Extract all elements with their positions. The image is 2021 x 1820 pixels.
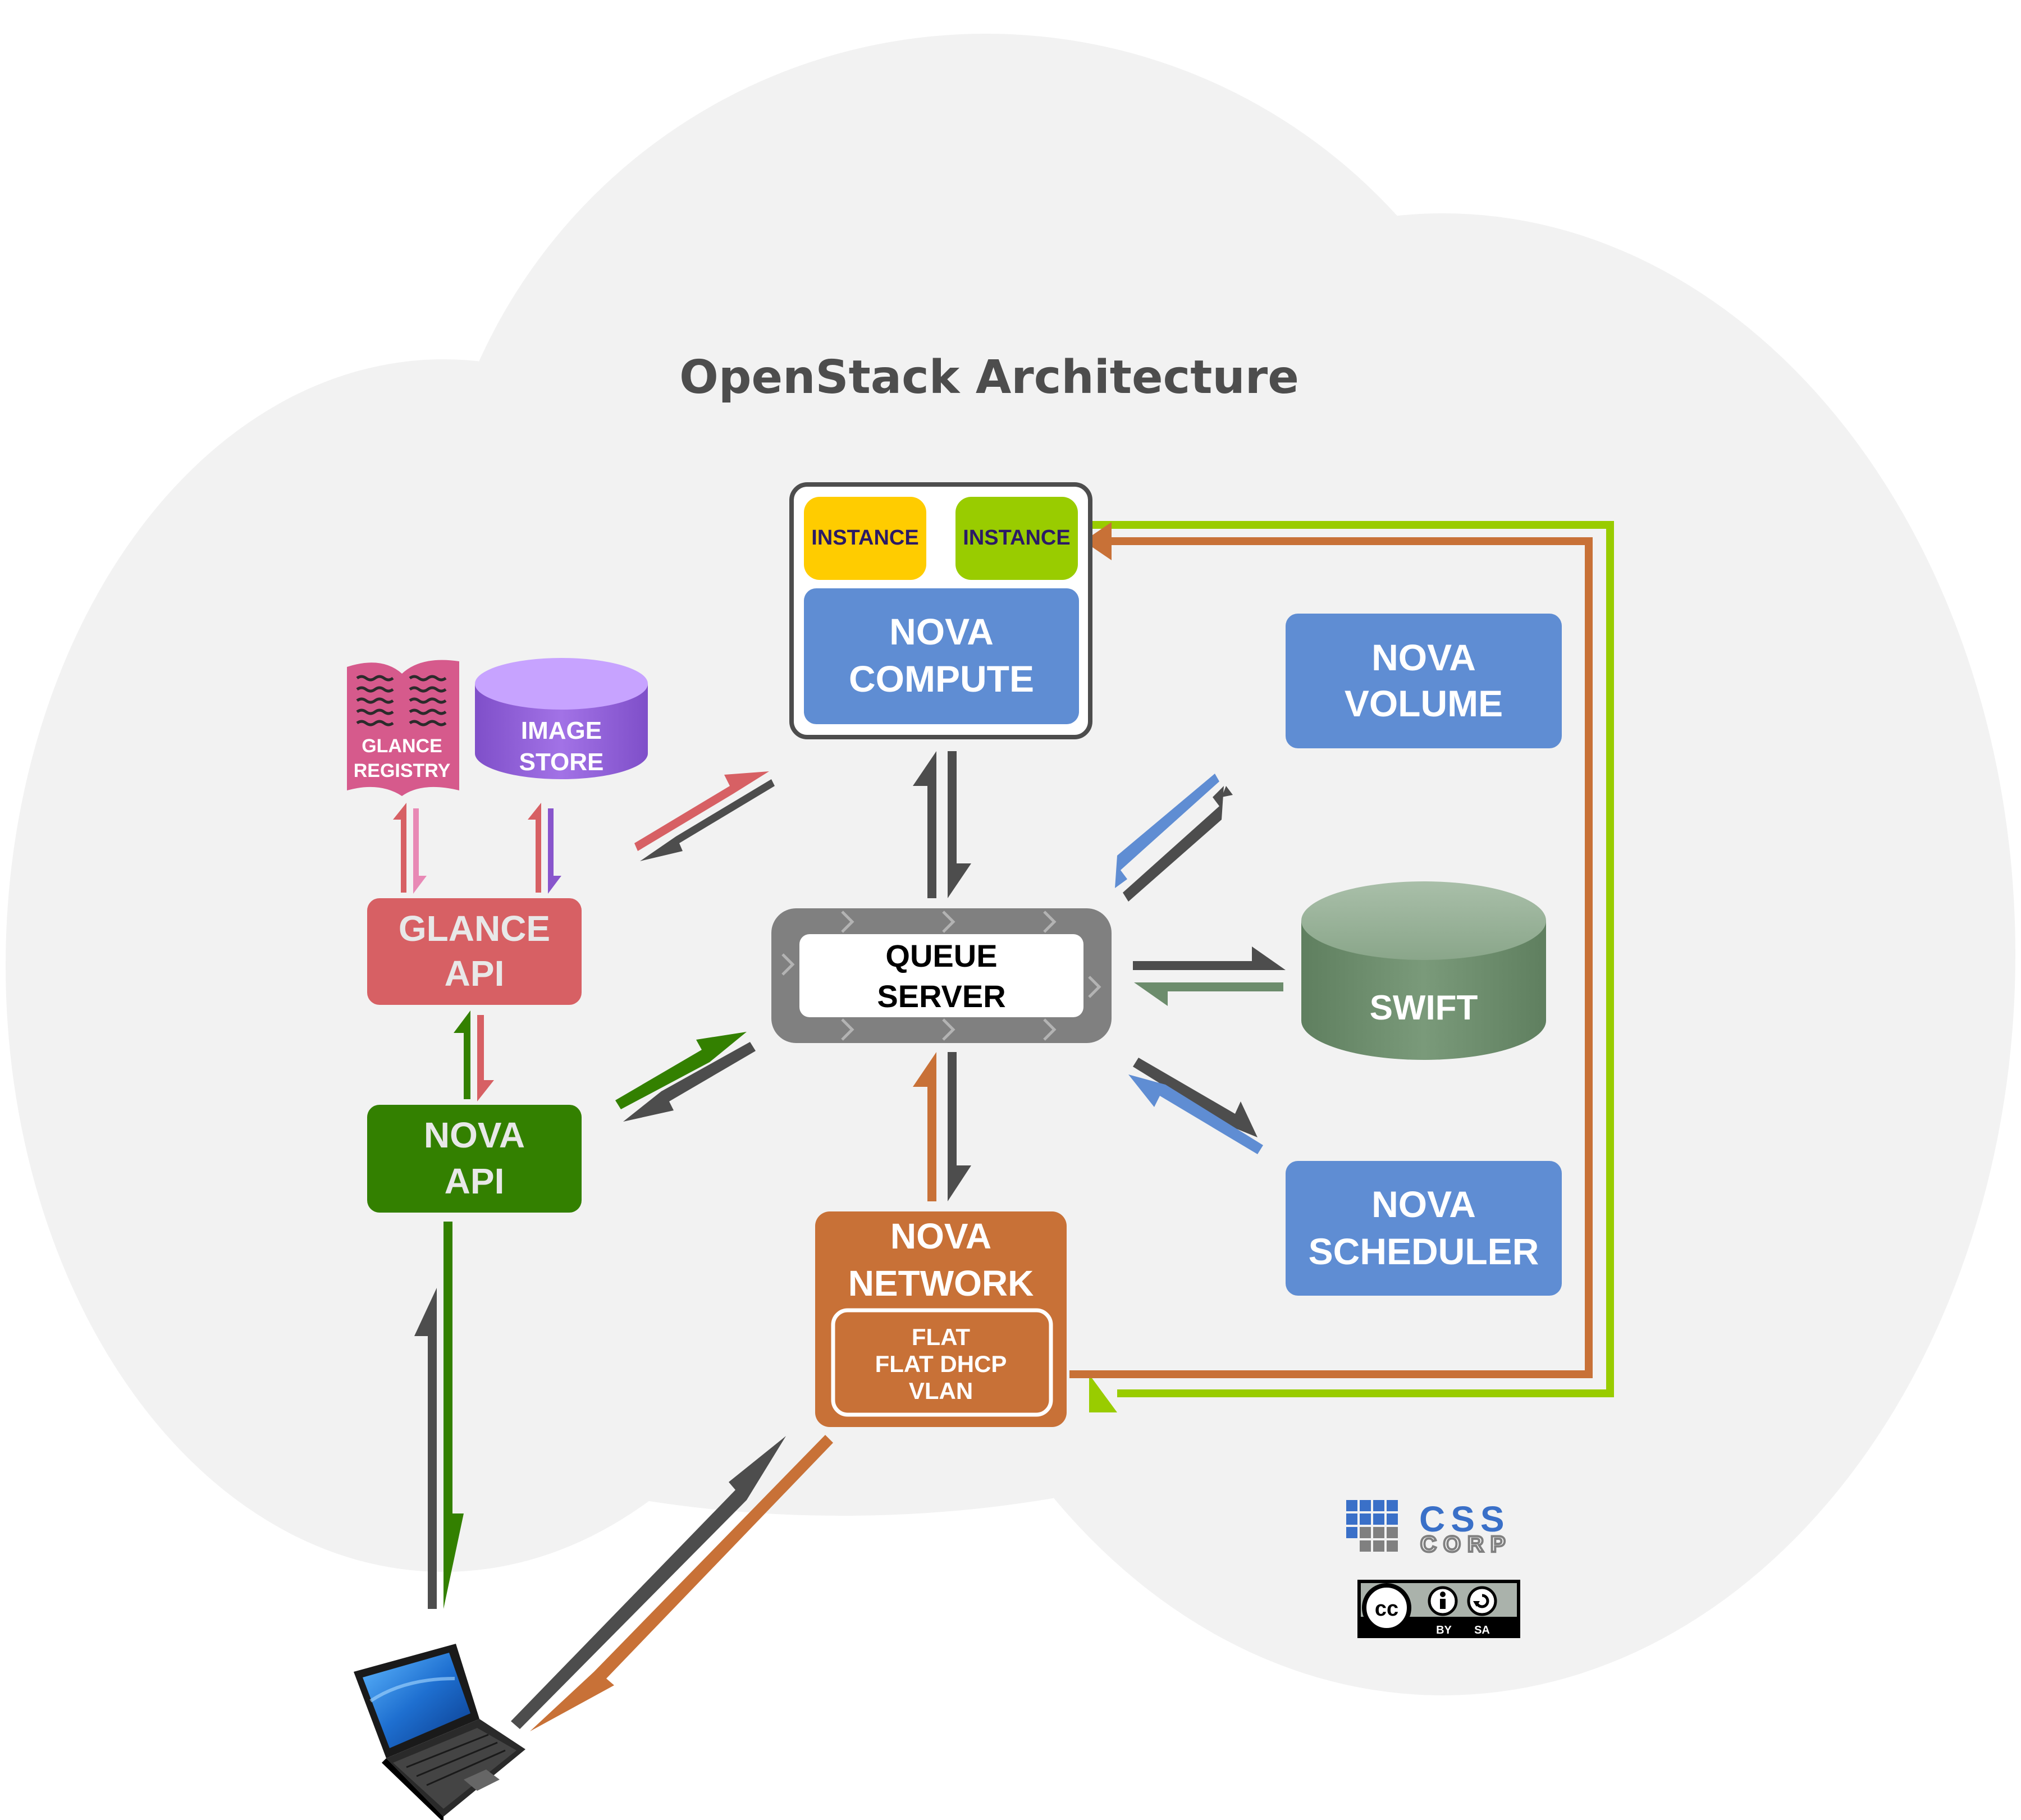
glance-api-label-line1: GLANCE: [399, 908, 550, 949]
nova-api-node[interactable]: [367, 1105, 582, 1213]
instance-node-1[interactable]: [804, 497, 926, 580]
queue-chevrons: [781, 911, 1101, 1041]
glance-api-node[interactable]: [367, 898, 582, 1005]
nova-volume-label-line2: VOLUME: [1345, 683, 1503, 724]
swift-label: SWIFT: [1370, 989, 1478, 1027]
glance-registry-label-line1: GLANCE: [362, 735, 442, 757]
nova-api-group: NOVA API: [367, 1105, 582, 1213]
nova-compute-label-line1: NOVA: [889, 611, 994, 652]
nova-compute-node[interactable]: [804, 588, 1079, 724]
registry-page-lines: [356, 675, 447, 726]
arrow-compute-queue: [913, 751, 971, 898]
nova-scheduler-node[interactable]: [1286, 1161, 1562, 1296]
arrow-registry-glance-api: [393, 803, 427, 894]
nova-compute-label-line2: COMPUTE: [849, 658, 1034, 699]
creative-commons-by-sa-badge: cc BY SA: [1357, 1580, 1520, 1638]
diagram-title: OpenStack Architecture: [679, 351, 1299, 404]
network-modes-box: [831, 1308, 1053, 1417]
queue-server-label-line2: SERVER: [877, 978, 1005, 1014]
nova-compute-group: INSTANCE INSTANCE NOVA COMPUTE: [789, 482, 1092, 739]
css-corp-logo: CSS CORP: [1346, 1499, 1512, 1558]
css-corp-grid-icon: [1346, 1500, 1398, 1552]
glance-api-group: GLANCE API: [367, 898, 582, 1005]
image-store-node[interactable]: [475, 684, 648, 779]
arrow-queue-network: [913, 1052, 971, 1201]
nova-api-label-line2: API: [445, 1161, 505, 1201]
nova-network-label-line1: NOVA: [890, 1216, 991, 1256]
arrow-queue-swift: [1133, 946, 1286, 1006]
arrow-network-laptop: [511, 1435, 833, 1731]
arrow-queue-nova-api: [615, 1032, 756, 1122]
feedback-loop-lines: [1069, 521, 1614, 1412]
arrow-glance-api-nova-api: [454, 1010, 494, 1101]
image-store-group: IMAGE STORE: [475, 658, 648, 779]
css-corp-wordmark-bottom: CORP: [1420, 1532, 1512, 1557]
arrow-image-store-glance-api: [528, 803, 561, 894]
connector-arrows: [393, 751, 1286, 1731]
cc-icon: cc: [1375, 1597, 1398, 1621]
instance-2-label: INSTANCE: [963, 526, 1070, 550]
arrow-nova-api-laptop: [414, 1222, 464, 1609]
network-mode-flat: FLAT: [912, 1324, 971, 1350]
instance-1-label: INSTANCE: [811, 526, 918, 550]
nova-volume-label-line1: NOVA: [1371, 637, 1476, 678]
arrow-queue-scheduler: [1128, 1058, 1263, 1154]
nova-volume-group: NOVA VOLUME: [1286, 614, 1562, 748]
nova-network-label-line2: NETWORK: [848, 1263, 1034, 1304]
laptop-icon: [354, 1644, 525, 1820]
queue-server-group: QUEUE SERVER: [771, 908, 1112, 1043]
glance-api-label-line2: API: [445, 953, 505, 994]
cc-sa-label: SA: [1474, 1624, 1490, 1636]
share-alike-icon: [1467, 1586, 1497, 1616]
arrow-queue-volume: [1115, 774, 1233, 902]
nova-network-node[interactable]: [815, 1211, 1067, 1427]
cc-by-label: BY: [1436, 1624, 1452, 1636]
glance-registry-group: GLANCE REGISTRY: [347, 660, 459, 796]
css-corp-wordmark-top: CSS: [1419, 1499, 1510, 1539]
cloud-background: [6, 34, 2015, 1695]
arrow-glance-api-nova-compute: [634, 771, 775, 861]
glance-registry-node[interactable]: [347, 660, 459, 796]
network-mode-flat-dhcp: FLAT DHCP: [875, 1351, 1007, 1377]
glance-registry-label-line2: REGISTRY: [354, 760, 451, 781]
nova-api-label-line1: NOVA: [424, 1115, 525, 1155]
nova-network-group: NOVA NETWORK FLAT FLAT DHCP VLAN: [815, 1211, 1067, 1427]
swift-node[interactable]: [1301, 921, 1546, 1060]
image-store-label-line1: IMAGE: [521, 717, 602, 744]
queue-server-label-line1: QUEUE: [885, 938, 997, 973]
image-store-label-line2: STORE: [519, 748, 604, 776]
nova-scheduler-group: NOVA SCHEDULER: [1286, 1161, 1562, 1296]
nova-scheduler-label-line2: SCHEDULER: [1309, 1231, 1539, 1272]
nova-volume-node[interactable]: [1286, 614, 1562, 748]
network-mode-vlan: VLAN: [909, 1378, 973, 1404]
nova-scheduler-label-line1: NOVA: [1371, 1183, 1476, 1225]
swift-group: SWIFT: [1301, 881, 1546, 1060]
instance-node-2[interactable]: [955, 497, 1078, 580]
